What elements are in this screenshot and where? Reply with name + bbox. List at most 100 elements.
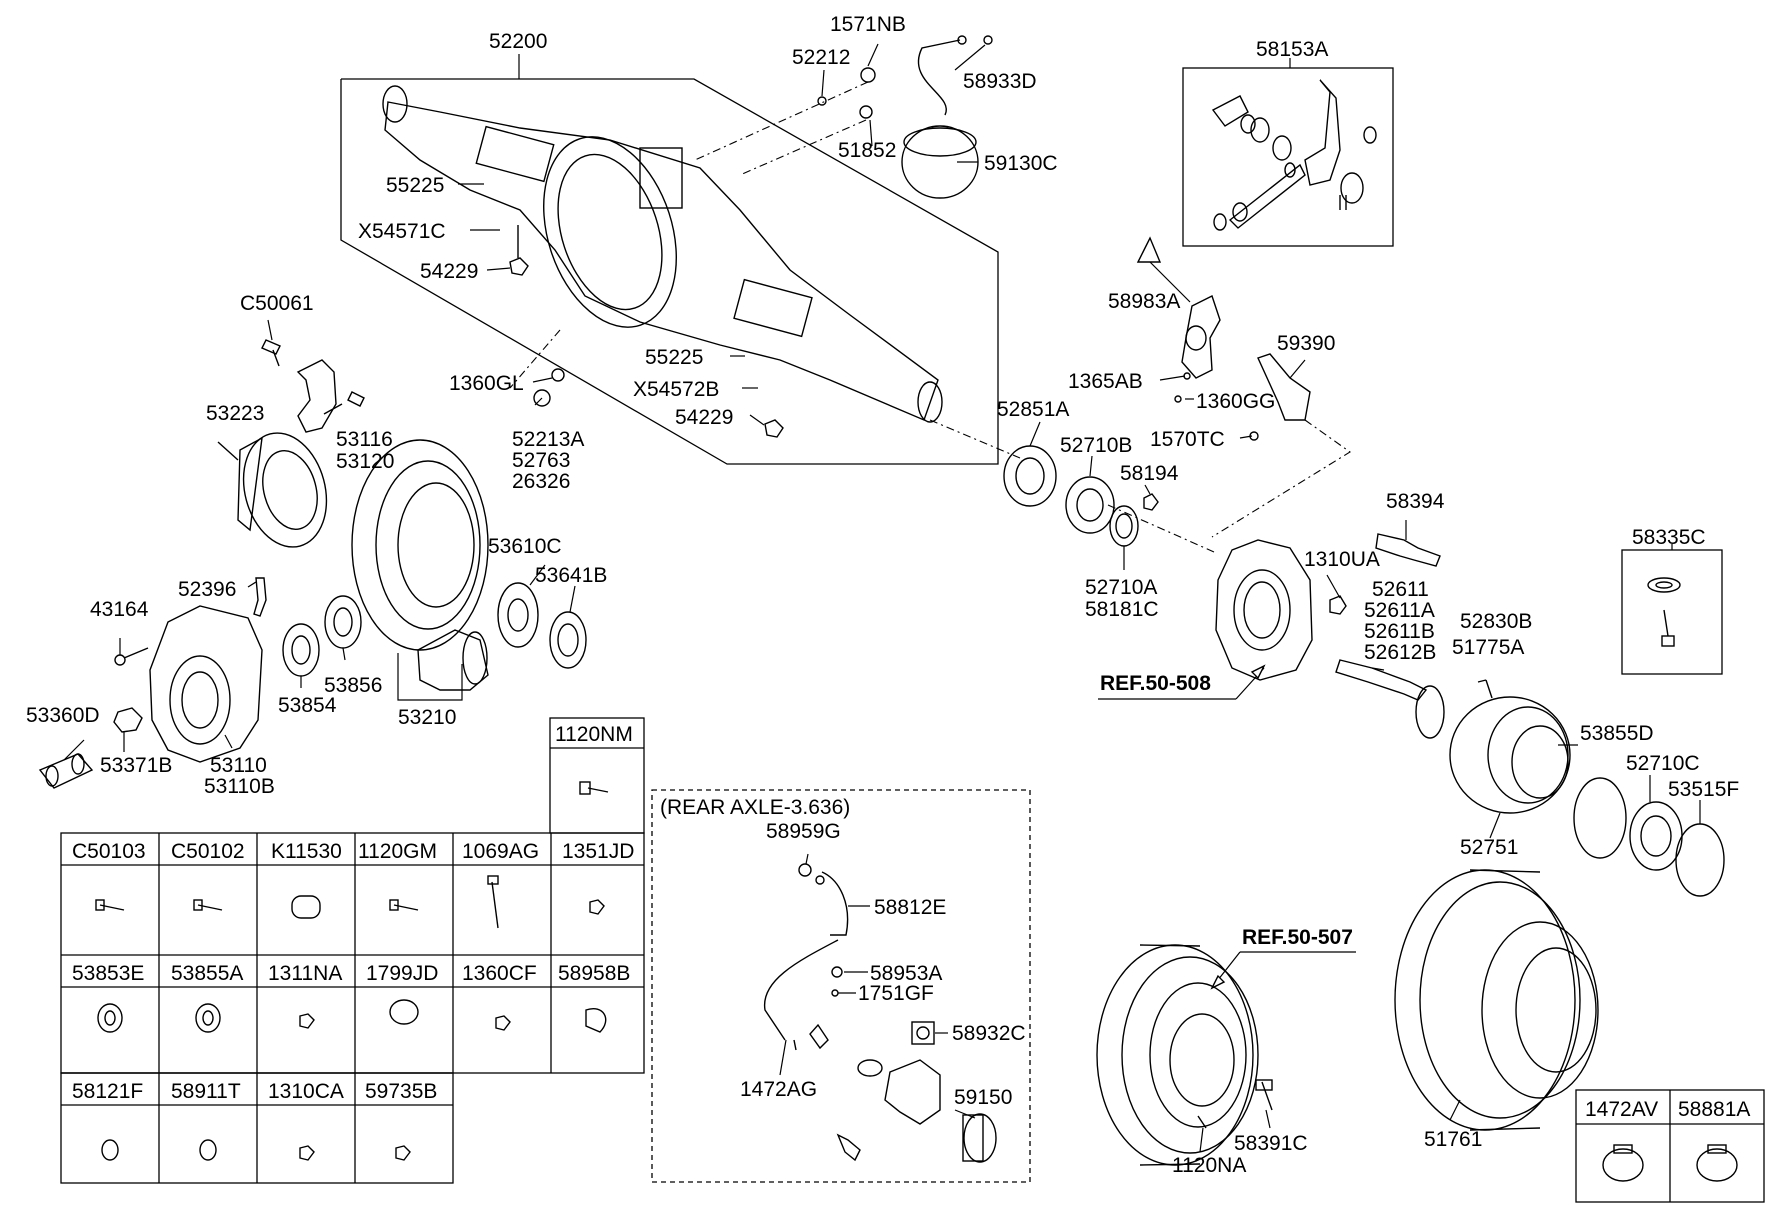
hub-52751[interactable]: [1449, 696, 1571, 814]
callout-53110: 53110: [210, 754, 267, 777]
callout-1120na: 1120NA: [1172, 1154, 1246, 1177]
bearing-52710c[interactable]: [1629, 801, 1683, 871]
clamp-58881a[interactable]: [1696, 1148, 1738, 1182]
leader-lines: [63, 43, 1701, 1153]
table-cell: K11530: [271, 840, 342, 863]
callout-52200: 52200: [489, 30, 547, 53]
kit-58335c-box: [1621, 544, 1723, 675]
callout-52710a: 52710A: [1085, 576, 1157, 599]
table-cell: 53855A: [171, 962, 243, 985]
table-cell: 1311NA: [268, 962, 342, 985]
ring-53515f[interactable]: [1675, 823, 1725, 897]
callout-58932c: 58932C: [952, 1022, 1026, 1045]
carrier-housing[interactable]: [149, 605, 263, 763]
callout-52396: 52396: [178, 578, 236, 601]
differential-carrier: [38, 339, 587, 789]
shaft-58394[interactable]: [1375, 533, 1441, 567]
clamp-1472av[interactable]: [1602, 1148, 1644, 1182]
rear-axle-group: [651, 789, 1031, 1183]
diff-case[interactable]: [231, 424, 338, 557]
parts-table-labels: 1120NM C50103 C50102 K11530 1120GM 1069A…: [72, 723, 1750, 1121]
bearing-52851a[interactable]: [1003, 445, 1057, 507]
callout-54229-upper: 54229: [420, 260, 478, 283]
table-cell: 58958B: [558, 962, 630, 985]
callout-52851a: 52851A: [997, 398, 1069, 421]
callout-52763: 52763: [512, 449, 570, 472]
seal-52710a[interactable]: [1109, 505, 1139, 547]
brake-drum-ref50507[interactable]: [1096, 944, 1254, 1166]
callout-52710c: 52710C: [1626, 752, 1700, 775]
table-cell: 53853E: [72, 962, 144, 985]
callout-c50061: C50061: [240, 292, 314, 315]
callout-x54572b: X54572B: [633, 378, 719, 401]
callout-53210: 53210: [398, 706, 456, 729]
table-cell-top: 1120NM: [555, 723, 633, 746]
bearing-53641b[interactable]: [549, 611, 587, 669]
callout-52212: 52212: [792, 46, 850, 69]
table-cell: 59735B: [365, 1080, 437, 1103]
callout-53110b: 53110B: [204, 775, 275, 798]
callout-58181c: 58181C: [1085, 598, 1159, 621]
callout-59150: 59150: [954, 1086, 1012, 1109]
sensor-59150[interactable]: [884, 1059, 941, 1125]
callout-1472ag: 1472AG: [740, 1078, 817, 1101]
gear-53610c[interactable]: [497, 582, 539, 648]
clamp-table-cell: 1472AV: [1585, 1098, 1658, 1121]
ring-53855d[interactable]: [1573, 777, 1627, 859]
callout-58983a: 58983A: [1108, 290, 1180, 313]
callout-x54571c: X54571C: [358, 220, 446, 243]
brake-drums: [1096, 869, 1599, 1166]
bearing-cap[interactable]: [296, 359, 337, 433]
callout-58391c: 58391C: [1234, 1132, 1308, 1155]
clamp-box: [1575, 1089, 1765, 1203]
table-cell: 1310CA: [268, 1080, 344, 1103]
callout-1751gf: 1751GF: [858, 982, 934, 1005]
bearing-52710b[interactable]: [1065, 476, 1115, 534]
callout-51852: 51852: [838, 139, 896, 162]
callout-1571nb: 1571NB: [830, 13, 906, 36]
table-cell: 58911T: [171, 1080, 241, 1103]
nut-53371b[interactable]: [113, 707, 143, 733]
slack-adjuster[interactable]: [1181, 295, 1221, 379]
callout-53515f: 53515F: [1668, 778, 1739, 801]
callout-52710b: 52710B: [1060, 434, 1132, 457]
bracket-58983a[interactable]: [1136, 236, 1162, 263]
bearing-53856[interactable]: [324, 595, 362, 649]
callout-53116: 53116: [336, 428, 393, 451]
table-cell: 1799JD: [366, 962, 438, 985]
callout-59390: 59390: [1277, 332, 1335, 355]
callout-52213a: 52213A: [512, 428, 584, 451]
callout-54229-lower: 54229: [675, 406, 733, 429]
ring-gear[interactable]: [351, 439, 489, 651]
callout-43164: 43164: [90, 598, 149, 621]
callout-58933d: 58933D: [963, 70, 1037, 93]
callout-1360gl: 1360GL: [449, 372, 524, 395]
callout-52611: 52611: [1372, 578, 1429, 601]
callout-52751: 52751: [1460, 836, 1518, 859]
bearing-53854[interactable]: [282, 623, 320, 677]
table-cell: 1351JD: [562, 840, 634, 863]
slack-adjuster-assembly: [1136, 236, 1351, 538]
callout-53641b: 53641B: [535, 564, 607, 587]
parts-table: [60, 717, 645, 1184]
table-cell: 1069AG: [462, 840, 539, 863]
callout-58812e: 58812E: [874, 896, 946, 919]
callout-59130c: 59130C: [984, 152, 1058, 175]
hose-58812e[interactable]: [821, 871, 849, 936]
rear-axle-group-label: (REAR AXLE-3.636): [660, 796, 850, 819]
callout-58153a: 58153A: [1256, 38, 1328, 61]
callout-58394: 58394: [1386, 490, 1445, 513]
brake-spider[interactable]: [1215, 539, 1313, 681]
callout-26326: 26326: [512, 470, 570, 493]
brake-drum-51761[interactable]: [1394, 869, 1576, 1131]
table-cell: C50102: [171, 840, 245, 863]
callout-52611b: 52611B: [1364, 620, 1435, 643]
pinion-gear[interactable]: [417, 629, 489, 691]
callout-1360gg: 1360GG: [1196, 390, 1275, 413]
breather-hose[interactable]: [917, 39, 961, 116]
clamp-table-cell: 58881A: [1678, 1098, 1750, 1121]
axle-shaft[interactable]: [1335, 659, 1428, 701]
callout-1310ua: 1310UA: [1304, 548, 1380, 571]
slack-adjuster-kit: [1182, 58, 1394, 247]
